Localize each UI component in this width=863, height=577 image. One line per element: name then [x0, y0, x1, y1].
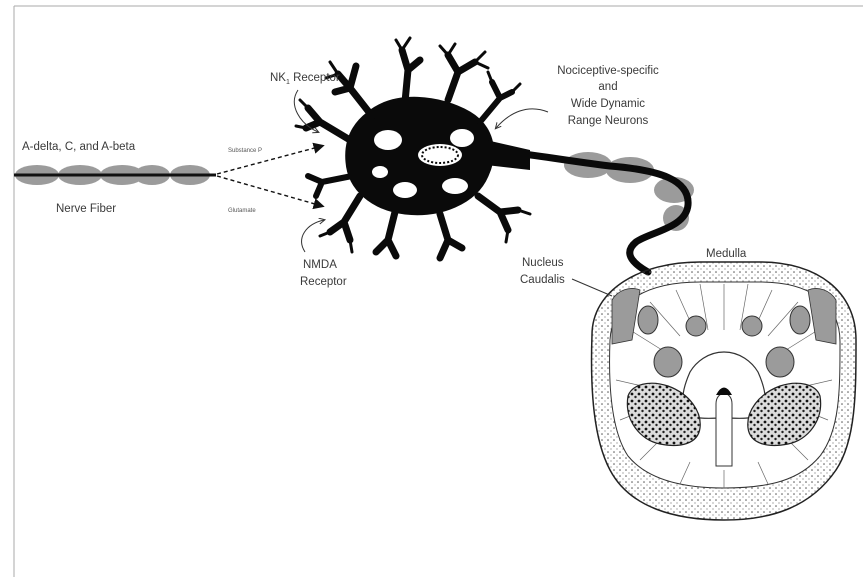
nmda-label-line2: Receptor	[300, 276, 347, 288]
neurons-label-line4: Range Neurons	[568, 115, 649, 127]
nerve-fiber-label: Nerve Fiber	[56, 203, 116, 215]
medulla-section	[592, 262, 856, 520]
neurons-label-line3: Wide Dynamic	[571, 98, 645, 110]
fiber-types-label: A-delta, C, and A-beta	[22, 141, 136, 153]
neurons-label-line2: and	[598, 81, 617, 93]
nerve-fiber	[14, 165, 216, 185]
neurons-label-line1: Nociceptive-specific	[557, 65, 659, 77]
nmda-label-line1: NMDA	[303, 259, 337, 271]
nucleus-label-line2: Caudalis	[520, 274, 565, 286]
medulla-label: Medulla	[706, 248, 747, 260]
neurons-label: Nociceptive-specific and Wide Dynamic Ra…	[557, 65, 659, 127]
neurons-pointer	[496, 109, 548, 128]
arrow-to-nmda-receptor	[217, 176, 322, 206]
axon	[486, 140, 694, 272]
nucleus-caudalis-pointer	[572, 279, 612, 296]
nk-receptor-label: NK1 Receptor	[270, 72, 340, 86]
glutamate-label: Glutamate	[228, 208, 256, 214]
nucleus-label-line1: Nucleus	[522, 257, 564, 269]
substance-p-label: Substance P	[228, 148, 262, 154]
